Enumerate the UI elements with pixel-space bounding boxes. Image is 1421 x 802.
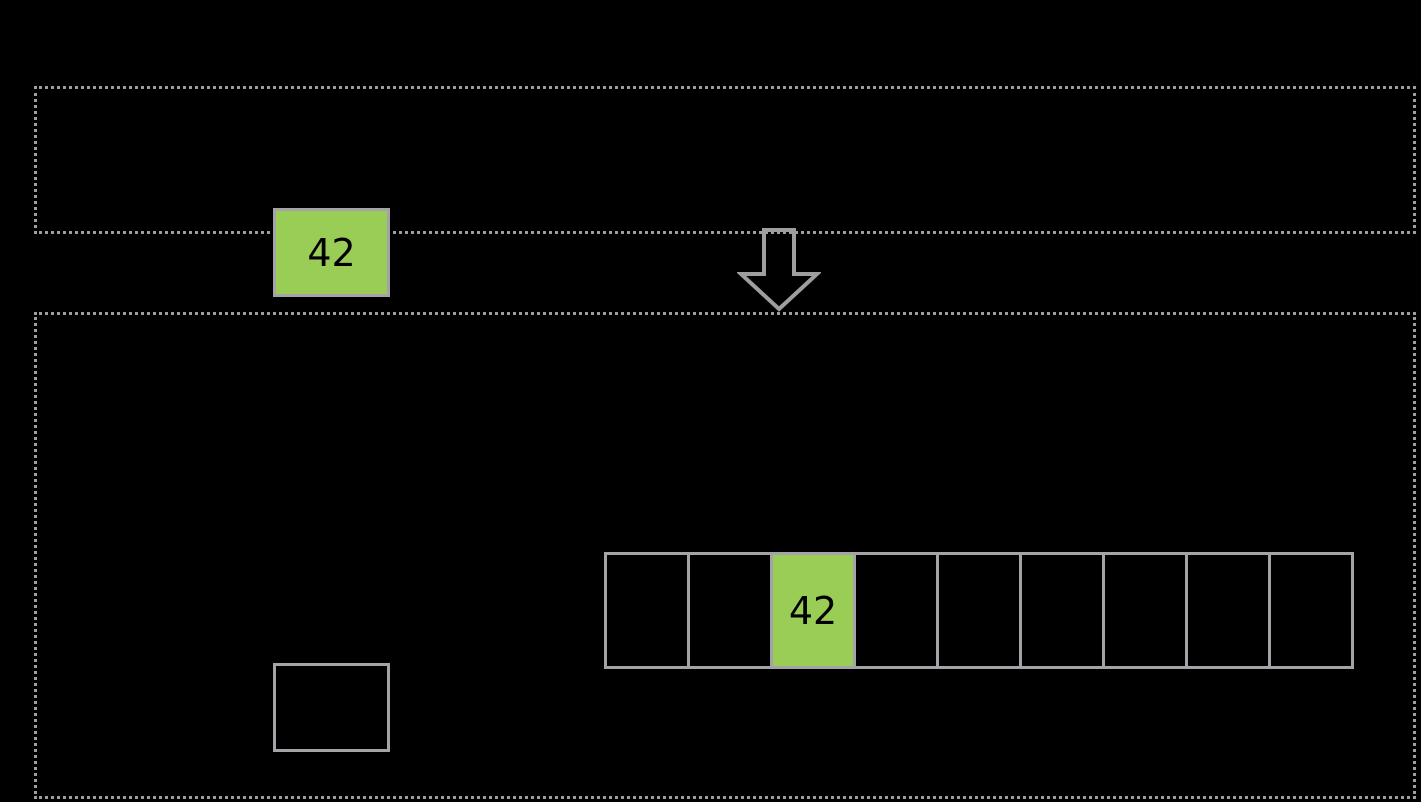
before-state-panel: 42: [34, 86, 1416, 297]
after-state-panel: [34, 312, 1416, 799]
array-cell: [1102, 552, 1188, 669]
source-value-box: 42: [273, 208, 390, 297]
array-cell: [1019, 552, 1105, 669]
array-cell: [604, 552, 690, 669]
array-cell: [1185, 552, 1271, 669]
array-cell: 42: [770, 552, 856, 669]
array-container: 42: [604, 552, 1354, 669]
array-cell: [936, 552, 1022, 669]
array-cell: [687, 552, 773, 669]
array-cell: [853, 552, 939, 669]
emptied-value-box: [273, 663, 390, 752]
arrow-down-icon: [735, 228, 823, 312]
array-cell: [1268, 552, 1354, 669]
